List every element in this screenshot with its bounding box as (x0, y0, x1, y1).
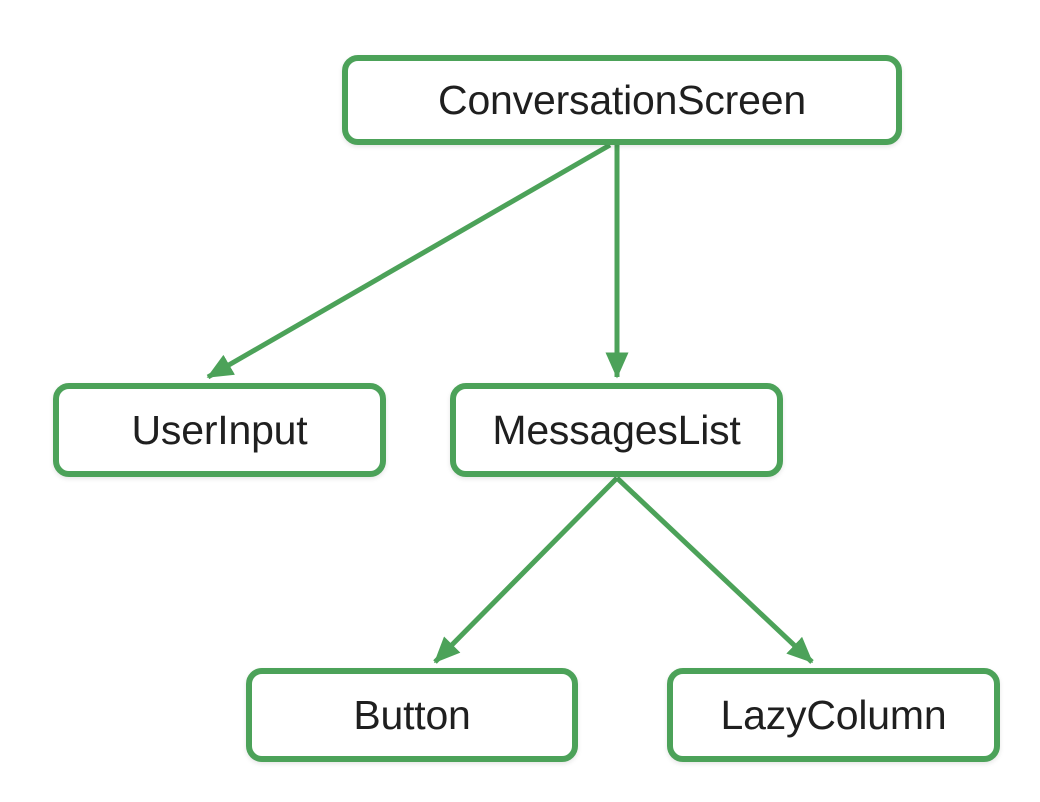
edge-conversationscreen-to-userinput (206, 142, 612, 380)
edge-messageslist-to-lazycolumn (615, 476, 814, 664)
node-lazycolumn[interactable]: LazyColumn (667, 668, 1000, 762)
node-label: LazyColumn (720, 691, 947, 738)
node-userinput[interactable]: UserInput (53, 383, 386, 477)
node-button[interactable]: Button (246, 668, 578, 762)
node-label: ConversationScreen (438, 76, 806, 123)
node-label: Button (353, 691, 471, 738)
node-label: MessagesList (492, 406, 741, 453)
node-messageslist[interactable]: MessagesList (450, 383, 783, 477)
node-conversationscreen[interactable]: ConversationScreen (342, 55, 902, 145)
edge-messageslist-to-button (433, 476, 619, 664)
node-label: UserInput (131, 406, 308, 453)
